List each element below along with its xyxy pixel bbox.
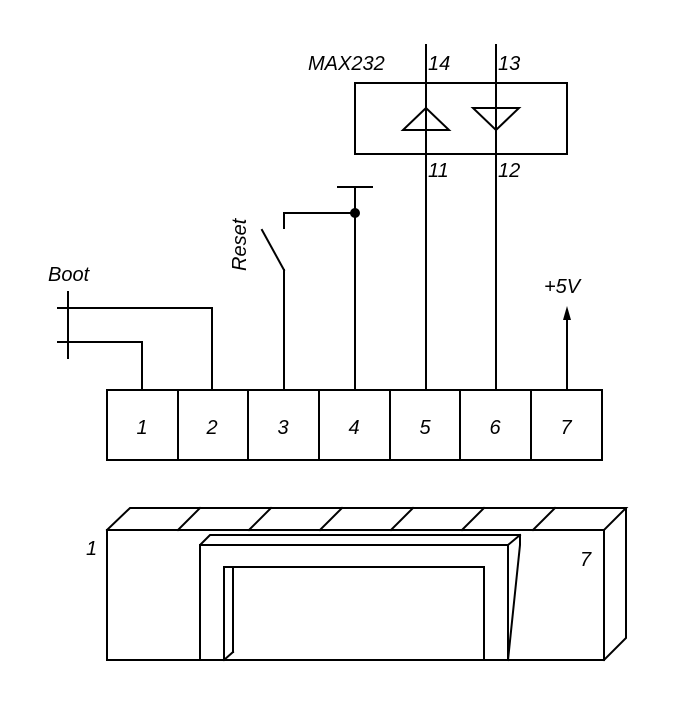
connector-pin-6: 6 [489, 417, 501, 439]
pin-11-label: 11 [428, 160, 449, 182]
housing-label-right: 7 [580, 549, 592, 571]
housing-side [602, 507, 627, 662]
max232-label: MAX232 [308, 53, 385, 75]
vcc-label: +5V [544, 276, 582, 298]
housing-cutout-inner [223, 566, 485, 661]
housing-front [106, 529, 605, 661]
connector-pin-5: 5 [419, 417, 431, 439]
housing-segment [176, 506, 202, 532]
boot-label: Boot [48, 264, 91, 286]
housing-segment [389, 506, 415, 532]
connector-pin-1: 1 [136, 417, 147, 439]
reset-switch-blade [260, 228, 286, 272]
pin-14-label: 14 [428, 53, 450, 75]
housing-top [105, 507, 629, 532]
max232-chip: MAX232 14 13 11 12 [308, 53, 568, 182]
housing-cutout-edge [506, 533, 522, 547]
connector-pin-3: 3 [277, 417, 288, 439]
housing-label-left: 1 [86, 538, 97, 560]
housing-segment [460, 506, 486, 532]
connector-block: 1 2 3 4 5 6 7 [106, 389, 603, 461]
reset-switch: Reset [229, 212, 356, 391]
connector-pin-4: 4 [348, 417, 359, 439]
pin-13-label: 13 [498, 53, 520, 75]
connector-pin-7: 7 [560, 417, 572, 439]
housing-segment [531, 506, 557, 532]
vcc-supply: +5V [544, 276, 582, 391]
housing-segment [247, 506, 273, 532]
housing-segment [318, 506, 344, 532]
connector-pin-2: 2 [205, 417, 217, 439]
arrow-up-icon [563, 306, 571, 320]
housing-cutout-edge [222, 650, 235, 662]
pin-12-label: 12 [498, 160, 520, 182]
housing-cutout-outer [199, 534, 521, 662]
connector-housing: 1 7 [86, 506, 629, 662]
max232-body [354, 82, 568, 155]
connector-outline [106, 389, 603, 461]
boot-jumper: Boot [48, 264, 213, 391]
reset-label: Reset [229, 217, 251, 271]
